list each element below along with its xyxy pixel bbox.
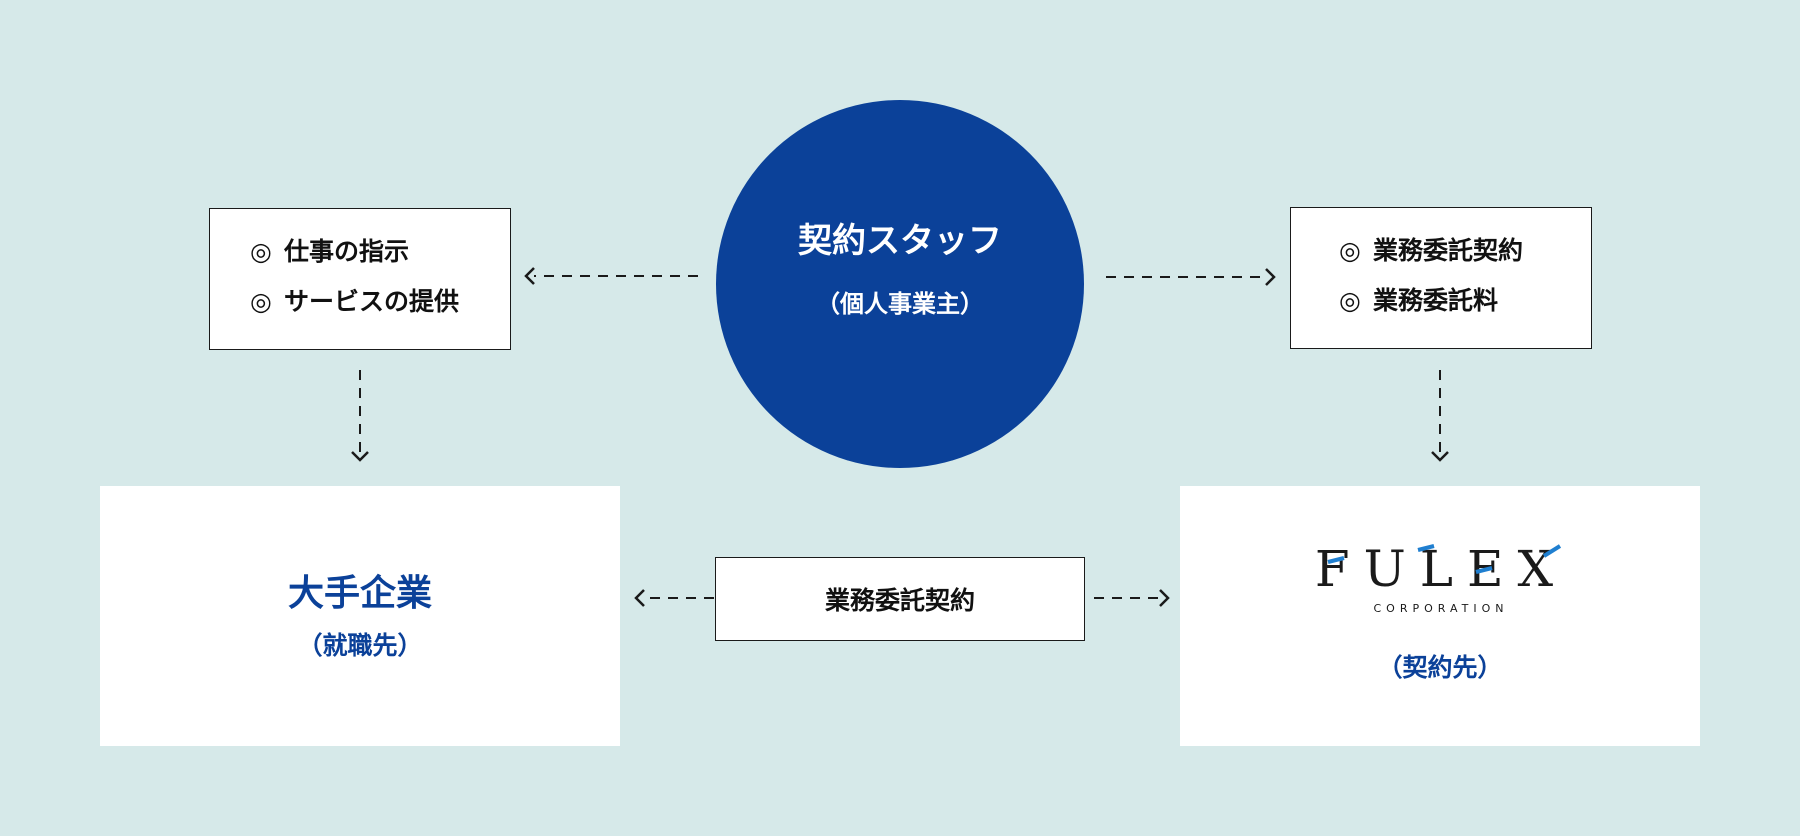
list-item: ◎サービスの提供 (250, 287, 460, 316)
fulex-logo: FULEX CORPORATION (1308, 542, 1574, 615)
contract-terms-box: ◎業務委託契約 ◎業務委託料 (1290, 207, 1592, 349)
arrowhead-down-1 (351, 451, 369, 462)
logo-accent-strokes (1327, 544, 1562, 574)
center-subtitle: （個人事業主） (816, 290, 984, 318)
list-item: ◎業務委託契約 (1339, 236, 1524, 265)
arrowhead-down-2 (1431, 451, 1449, 462)
list-item: ◎業務委託料 (1339, 286, 1499, 315)
list-item: ◎仕事の指示 (250, 237, 410, 266)
contract-staff-circle: 契約スタッフ （個人事業主） (716, 100, 1084, 468)
contractor-subtitle: （契約先） (1377, 653, 1503, 682)
arrowhead-right-2 (1159, 589, 1170, 607)
employer-panel: 大手企業 （就職先） (100, 486, 620, 746)
arrowhead-left-1 (524, 267, 535, 285)
logo-subtext: CORPORATION (1373, 602, 1509, 615)
work-instructions-box: ◎仕事の指示 ◎サービスの提供 (209, 208, 511, 350)
center-title: 契約スタッフ (798, 221, 1002, 261)
arrowhead-right-1 (1265, 268, 1276, 286)
employer-subtitle: （就職先） (297, 631, 423, 660)
contractor-panel: FULEX CORPORATION （契約先） (1180, 486, 1700, 746)
employer-title: 大手企業 (287, 573, 432, 614)
arrowhead-left-2 (634, 589, 645, 607)
middle-box-label: 業務委託契約 (824, 586, 975, 615)
outsourcing-contract-box: 業務委託契約 (715, 557, 1085, 641)
